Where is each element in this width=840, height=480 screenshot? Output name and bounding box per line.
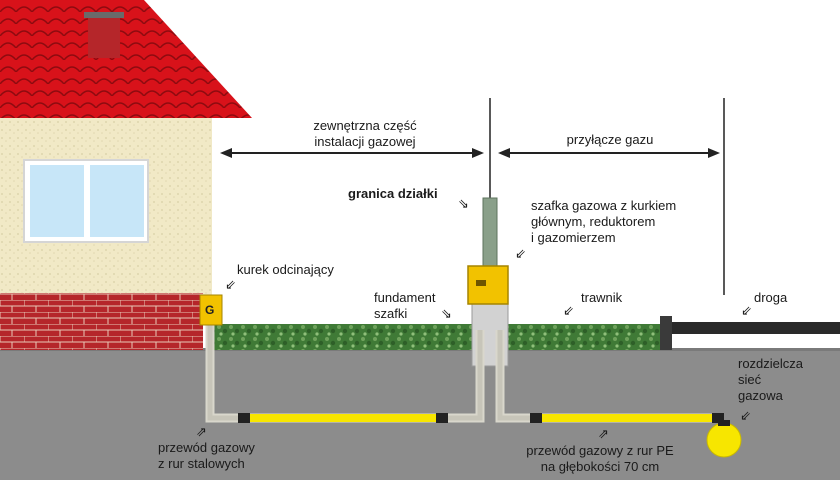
road-surface bbox=[662, 322, 840, 334]
shutoff-valve-label: kurek odcinający bbox=[237, 262, 334, 277]
hedge bbox=[210, 324, 665, 350]
steel-pipe-yellow-section bbox=[240, 414, 440, 422]
cabinet-label: szafka gazowa z kurkiem głównym, redukto… bbox=[531, 198, 676, 246]
cabinet-pole bbox=[482, 197, 498, 269]
steel-pipe-line2: z rur stalowych bbox=[158, 456, 245, 471]
pe-pipe-line2: na głębokości 70 cm bbox=[540, 459, 660, 474]
external-part-line1: zewnętrzna część bbox=[313, 118, 417, 133]
valve-letter: G bbox=[205, 303, 215, 317]
arrow-road: ⇙ bbox=[741, 303, 752, 318]
pe-pipe-line1: przewód gazowy z rur PE bbox=[526, 443, 674, 458]
road-label: droga bbox=[754, 290, 788, 305]
foundation-line1: fundament bbox=[374, 290, 436, 305]
network-line1: rozdzielcza bbox=[738, 356, 804, 371]
arrow-foundation: ⇘ bbox=[441, 306, 452, 321]
gas-cabinet-window bbox=[476, 280, 486, 286]
arrow-cabinet: ⇙ bbox=[515, 246, 526, 261]
cabinet-line3: i gazomierzem bbox=[531, 230, 616, 245]
cabinet-line2: głównym, reduktorem bbox=[531, 214, 656, 229]
arrow-network: ⇙ bbox=[740, 408, 751, 423]
foundation-label: fundament szafki bbox=[374, 290, 435, 322]
arrow-steel-pipe: ⇗ bbox=[196, 424, 207, 439]
network-line3: gazowa bbox=[738, 388, 783, 403]
gas-connection-label: przyłącze gazu bbox=[566, 132, 654, 147]
distribution-main bbox=[706, 422, 742, 458]
brick-plinth bbox=[0, 293, 203, 350]
valve-box bbox=[199, 294, 223, 326]
plot-boundary-label: granica działki bbox=[348, 186, 438, 201]
chimney bbox=[88, 14, 120, 58]
road-curb bbox=[660, 316, 672, 350]
pe-pipe-label: przewód gazowy z rur PE na głębokości 70… bbox=[505, 443, 695, 475]
roof bbox=[0, 0, 252, 118]
window-pane-right bbox=[90, 165, 144, 237]
cabinet-line1: szafka gazowa z kurkiem bbox=[531, 198, 677, 213]
chimney-cap bbox=[84, 12, 124, 18]
external-part-line2: instalacji gazowej bbox=[314, 134, 416, 149]
foundation-line2: szafki bbox=[374, 306, 408, 321]
lawn-label: trawnik bbox=[581, 290, 623, 305]
arrow-pe-pipe: ⇗ bbox=[598, 426, 609, 441]
network-label: rozdzielcza sieć gazowa bbox=[738, 356, 803, 404]
window-pane-left bbox=[30, 165, 84, 237]
gas-cabinet bbox=[467, 265, 509, 305]
arrow-shutoff-valve: ⇙ bbox=[225, 277, 236, 292]
arrow-plot-boundary: ⇘ bbox=[458, 196, 469, 211]
network-line2: sieć bbox=[738, 372, 762, 387]
steel-pipe-label: przewód gazowy z rur stalowych bbox=[158, 440, 255, 472]
external-part-label: zewnętrzna część instalacji gazowej bbox=[285, 118, 445, 150]
arrow-lawn: ⇙ bbox=[563, 303, 574, 318]
pe-pipe-yellow-section bbox=[536, 414, 716, 422]
steel-pipe-line1: przewód gazowy bbox=[158, 440, 255, 455]
